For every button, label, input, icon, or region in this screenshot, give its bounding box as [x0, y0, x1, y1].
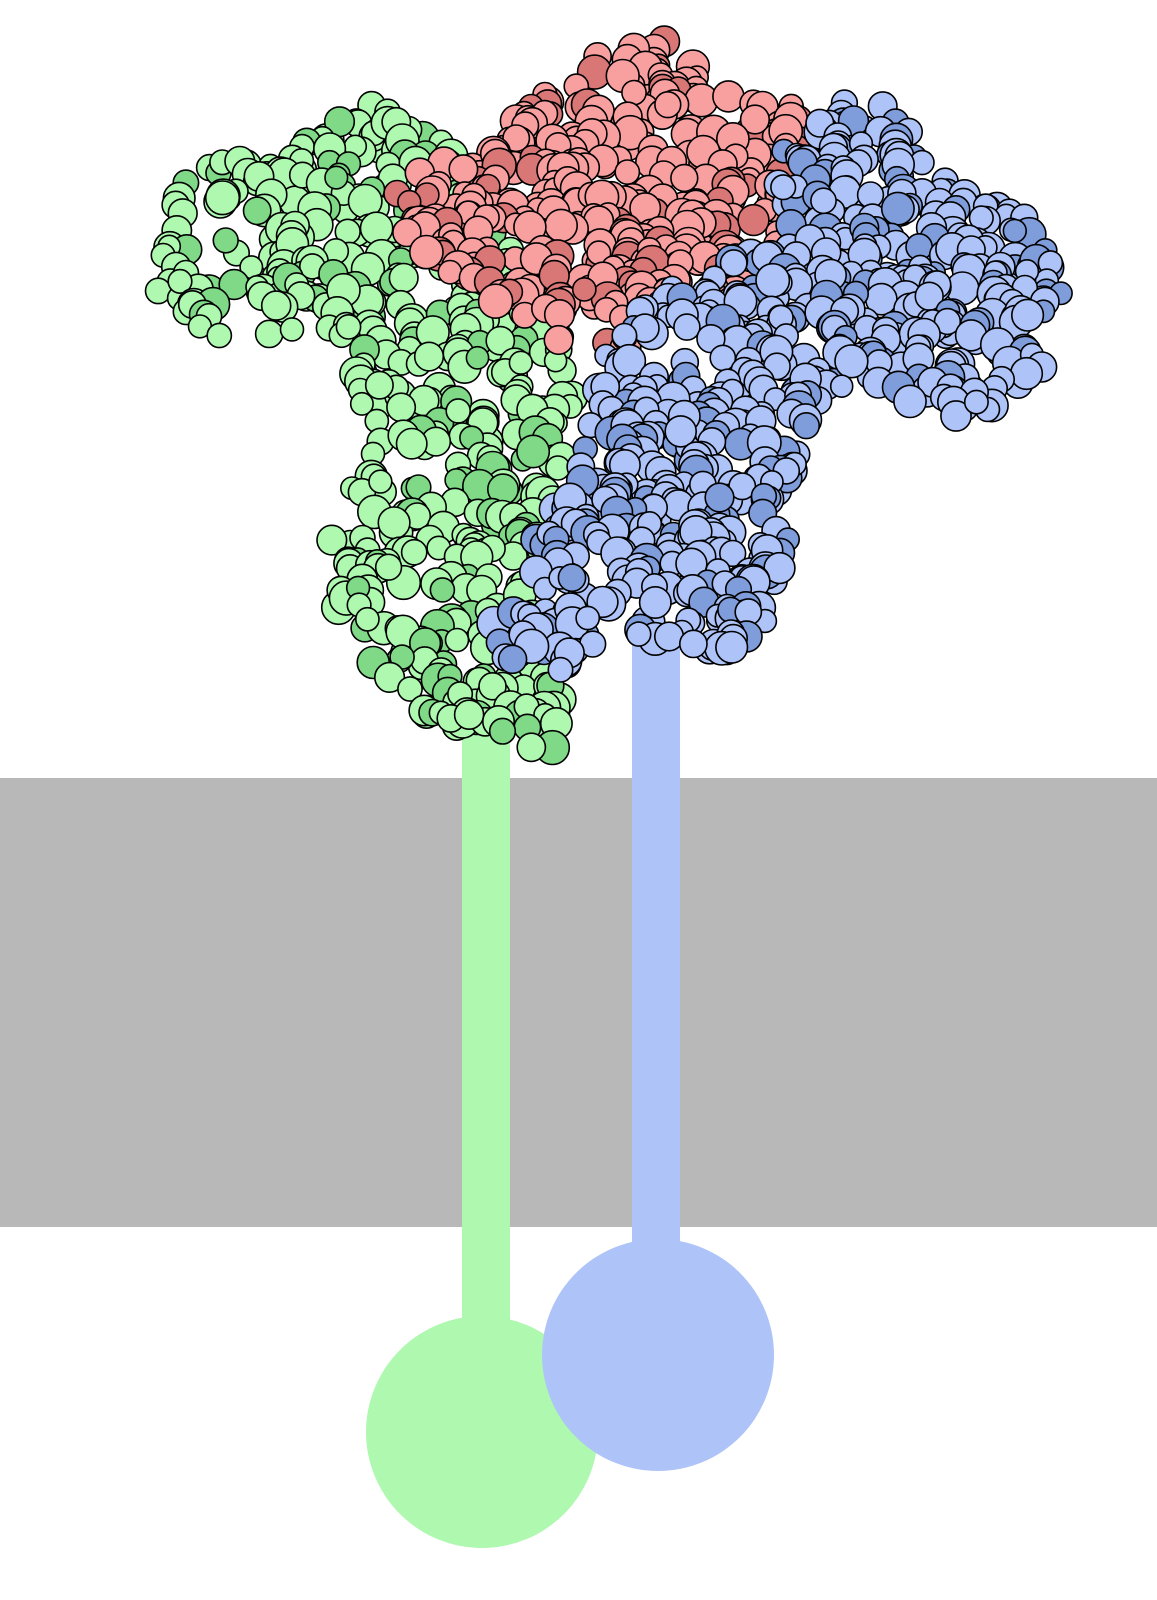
atom [963, 389, 989, 415]
green-transmembrane-stalk [462, 735, 510, 1345]
atom [810, 187, 837, 215]
atom [834, 344, 869, 379]
atom [829, 374, 854, 399]
atom [448, 154, 479, 185]
atom [392, 217, 422, 248]
atom [670, 163, 699, 193]
atom [638, 585, 672, 619]
atom [614, 159, 641, 186]
atom [413, 341, 445, 372]
atom [335, 313, 362, 340]
blue-transmembrane-stalk [632, 625, 680, 1275]
atom [349, 391, 374, 416]
atom [242, 196, 272, 226]
atom [167, 268, 193, 295]
atom [792, 412, 820, 440]
atom [625, 621, 652, 647]
atom [940, 400, 972, 432]
atom [444, 627, 470, 653]
atom [544, 208, 579, 243]
transmembrane-stalks [366, 625, 774, 1548]
atom [388, 262, 419, 293]
atom [354, 606, 380, 632]
atom [400, 538, 428, 566]
blue-chain-atoms [476, 89, 1073, 683]
atom [279, 317, 305, 342]
atom [654, 90, 682, 119]
atom [386, 392, 417, 423]
atom [397, 676, 423, 702]
atom [368, 469, 393, 494]
atom [437, 259, 463, 285]
atom [377, 506, 411, 540]
atom [718, 539, 747, 568]
green-intracellular-domain [366, 1316, 598, 1548]
atom [260, 290, 292, 321]
atom [739, 104, 771, 135]
atom [880, 191, 915, 226]
atom [621, 79, 647, 106]
atom [212, 227, 239, 254]
atom [445, 398, 472, 424]
atom [704, 482, 735, 513]
atom [316, 524, 348, 556]
atom [204, 180, 241, 216]
atom [465, 345, 490, 370]
atom [485, 325, 516, 356]
atom [324, 165, 349, 190]
atom [516, 732, 547, 763]
atom [557, 563, 587, 593]
atom [679, 629, 708, 659]
atom [1009, 356, 1044, 391]
atom [571, 276, 597, 302]
atom [359, 211, 394, 246]
atom [575, 605, 601, 631]
atom [770, 174, 797, 201]
atom [543, 324, 574, 356]
atom [545, 455, 571, 481]
atom [453, 699, 485, 731]
atom [755, 262, 791, 298]
atom [516, 434, 551, 469]
atom [611, 322, 638, 349]
atom [715, 630, 749, 664]
atom [254, 319, 284, 349]
atom [497, 644, 528, 675]
atom [719, 249, 748, 278]
atom [1010, 298, 1045, 332]
atom [737, 203, 770, 237]
atom [673, 313, 701, 341]
membrane-band [0, 778, 1157, 1227]
atom [488, 717, 517, 745]
blue-intracellular-domain [542, 1239, 774, 1471]
atom [374, 553, 403, 581]
atom [364, 370, 394, 400]
atom [477, 283, 514, 320]
atom [408, 234, 444, 270]
atom [508, 350, 533, 375]
atom [429, 577, 456, 603]
atom [664, 415, 698, 448]
atom [206, 322, 233, 349]
atom [547, 656, 574, 683]
atom [893, 384, 927, 419]
protein-complex [144, 25, 1073, 766]
atom [1002, 218, 1027, 244]
atom [395, 427, 428, 460]
atom [653, 621, 685, 652]
atom [478, 671, 507, 701]
atom [712, 80, 745, 113]
